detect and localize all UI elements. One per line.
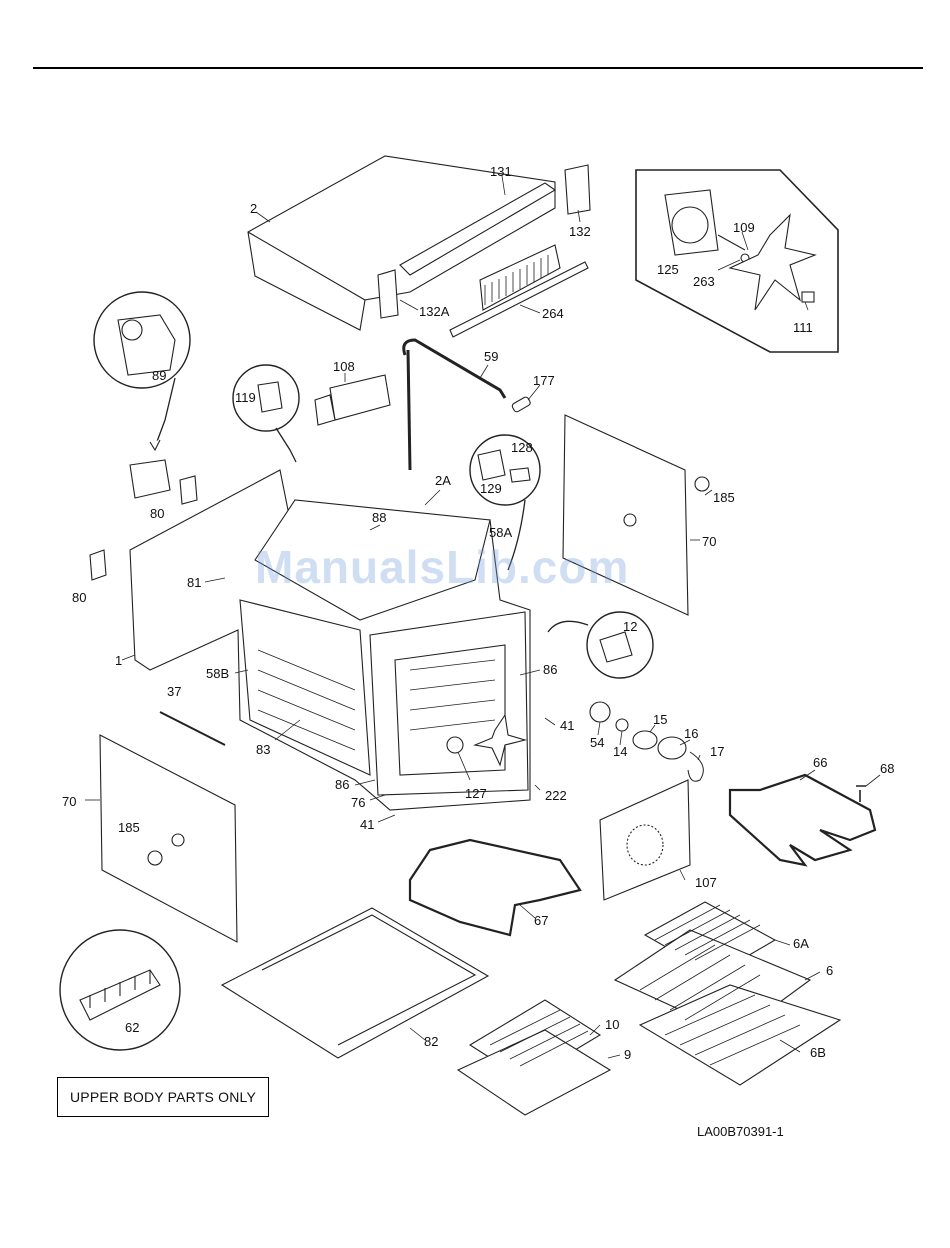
label-9: 9 — [624, 1047, 631, 1062]
label-185-left: 185 — [118, 820, 140, 835]
label-111: 111 — [793, 320, 813, 335]
label-119: 119 — [235, 390, 256, 405]
label-17: 17 — [710, 744, 724, 759]
floor-panel-part-82 — [222, 908, 488, 1058]
label-67: 67 — [534, 913, 548, 928]
plug-part-185-left — [148, 851, 162, 865]
label-2A: 2A — [435, 473, 451, 488]
side-panel-part-70-left — [100, 735, 237, 942]
label-2: 2 — [250, 201, 257, 216]
label-58A: 58A — [489, 525, 512, 540]
label-76: 76 — [351, 795, 365, 810]
label-127: 127 — [465, 786, 487, 801]
motor-part-108 — [315, 375, 390, 425]
label-185-right: 185 — [713, 490, 735, 505]
label-129: 129 — [480, 481, 502, 496]
label-128: 128 — [511, 440, 533, 455]
bracket-part-80-upper — [180, 476, 197, 504]
drawing-number: LA00B70391-1 — [697, 1124, 784, 1139]
clip-part-68 — [856, 786, 866, 802]
label-89: 89 — [152, 368, 166, 383]
cover-part-107 — [600, 780, 690, 900]
label-109: 109 — [733, 220, 755, 235]
inset-circle-89 — [94, 292, 190, 450]
label-37: 37 — [167, 684, 181, 699]
bracket-part-132A — [378, 270, 398, 318]
label-70-left: 70 — [62, 794, 76, 809]
label-6A: 6A — [793, 936, 809, 951]
label-80-lower: 80 — [72, 590, 86, 605]
switch-part-89 — [130, 460, 170, 498]
label-66: 66 — [813, 755, 827, 770]
inset-circle-62 — [60, 930, 180, 1050]
back-panel-part-70-right — [563, 415, 688, 615]
grommet-part-177 — [511, 396, 531, 413]
label-86-right: 86 — [543, 662, 557, 677]
label-54: 54 — [590, 735, 604, 750]
sensor-part-37 — [160, 712, 225, 745]
label-62: 62 — [125, 1020, 139, 1035]
legend-box: UPPER BODY PARTS ONLY — [57, 1077, 269, 1117]
label-59: 59 — [484, 349, 498, 364]
broil-element-part-66 — [730, 775, 875, 865]
plug-part-185-right — [695, 477, 709, 491]
label-132A: 132A — [419, 304, 450, 319]
label-177: 177 — [533, 373, 555, 388]
bake-element-part-67 — [410, 840, 580, 935]
label-70-right: 70 — [702, 534, 716, 549]
vent-part-264 — [450, 245, 588, 337]
bracket-part-132 — [565, 165, 590, 214]
label-264: 264 — [542, 306, 564, 321]
label-10: 10 — [605, 1017, 619, 1032]
label-222: 222 — [545, 788, 567, 803]
label-16: 16 — [684, 726, 698, 741]
label-81: 81 — [187, 575, 201, 590]
label-83: 83 — [256, 742, 270, 757]
fan-hub-part-127 — [447, 737, 463, 753]
label-1: 1 — [115, 653, 122, 668]
inset-circle-119 — [233, 365, 299, 462]
label-6: 6 — [826, 963, 833, 978]
label-132: 132 — [569, 224, 591, 239]
label-107: 107 — [695, 875, 717, 890]
label-80-upper: 80 — [150, 506, 164, 521]
label-131: 131 — [490, 164, 512, 179]
label-58B: 58B — [206, 666, 229, 681]
broiler-pan-parts — [458, 1000, 610, 1115]
label-41-right: 41 — [560, 718, 574, 733]
label-263: 263 — [693, 274, 715, 289]
label-41-left: 41 — [360, 817, 374, 832]
label-125: 125 — [657, 262, 679, 277]
oven-racks — [615, 902, 840, 1085]
label-86-left: 86 — [335, 777, 349, 792]
label-88: 88 — [372, 510, 386, 525]
label-14: 14 — [613, 744, 627, 759]
label-82: 82 — [424, 1034, 438, 1049]
oven-cabinet-body — [130, 470, 530, 810]
label-68: 68 — [880, 761, 894, 776]
label-15: 15 — [653, 712, 667, 727]
bracket-part-80-lower — [90, 550, 106, 580]
legend-text: UPPER BODY PARTS ONLY — [70, 1089, 256, 1105]
label-108: 108 — [333, 359, 355, 374]
label-6B: 6B — [810, 1045, 826, 1060]
label-12: 12 — [623, 619, 637, 634]
